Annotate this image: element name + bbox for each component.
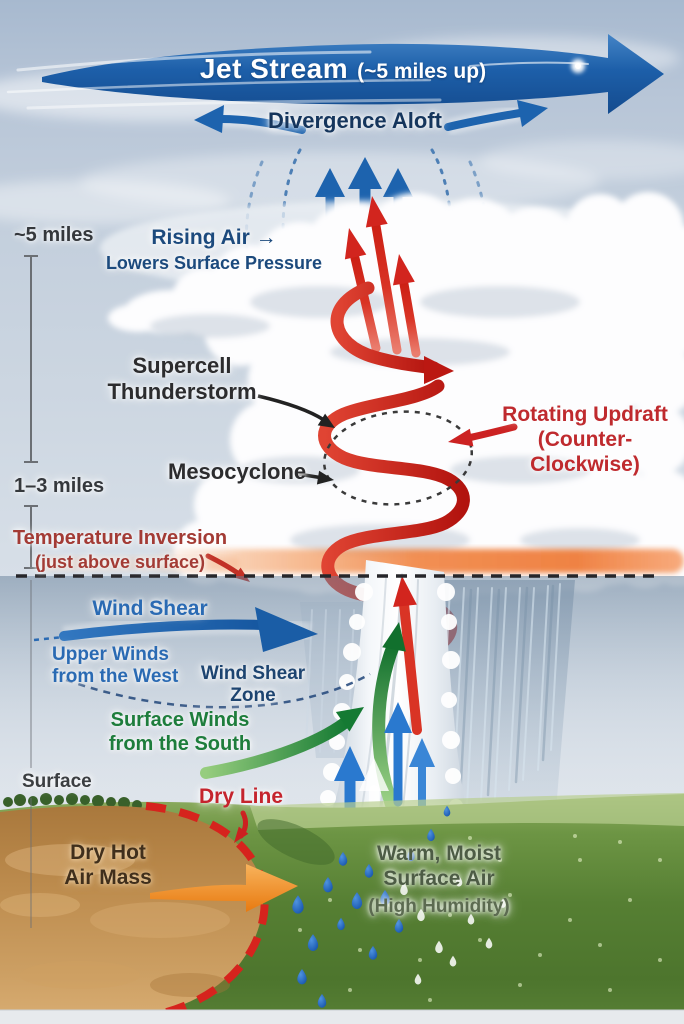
- temperature-inversion-sublabel: (just above surface): [34, 552, 206, 572]
- dry-line-label: Dry Line: [198, 785, 284, 808]
- dry-line-pointer-icon: [234, 810, 249, 843]
- rotating-updraft-pointer-icon: [448, 423, 518, 447]
- supercell-thunderstorm-label: Supercell Thunderstorm: [107, 353, 257, 404]
- surface-label: Surface: [22, 771, 92, 792]
- column-updraft-arrow-icon: [393, 576, 422, 735]
- surface-winds-label: Surface Winds from the South: [108, 709, 252, 755]
- wind-shear-zone-label: Wind Shear Zone: [200, 663, 306, 707]
- mesocyclone-circle: [322, 410, 474, 506]
- dry-line-dashed: [145, 802, 269, 1020]
- rising-red-arrows-icon: [344, 196, 421, 358]
- altitude-1-3-miles-label: 1–3 miles: [14, 475, 105, 497]
- warm-moist-air-sublabel: (High Humidity): [368, 896, 510, 917]
- mesocyclone-label: Mesocyclone: [168, 459, 307, 484]
- rising-air-sublabel: Lowers Surface Pressure: [105, 253, 323, 273]
- temperature-inversion-band: [40, 549, 684, 573]
- altitude-5-miles-label: ~5 miles: [14, 224, 94, 246]
- ground: [0, 793, 684, 1014]
- wind-shear-arrow-icon: [33, 607, 318, 652]
- warm-moist-air-label: Warm, Moist Surface Air: [376, 842, 502, 890]
- divergence-arrows-icon: [194, 100, 548, 138]
- jet-stream-arrow-icon: [6, 34, 664, 114]
- jet-stream-altitude: (~5 miles up): [357, 60, 487, 83]
- jet-stream-title: Jet Stream: [199, 53, 349, 84]
- bottom-strip: [0, 1009, 684, 1024]
- dry-hot-air-mass-label: Dry Hot Air Mass: [64, 841, 152, 889]
- wind-shear-label: Wind Shear: [92, 597, 208, 620]
- jet-stream-label: Jet Stream (~5 miles up): [128, 52, 558, 85]
- divergence-aloft-label: Divergence Aloft: [267, 108, 442, 133]
- upper-winds-label: Upper Winds from the West: [52, 644, 179, 688]
- altitude-scale: [24, 255, 38, 928]
- rotating-updraft-label: Rotating Updraft (Counter-Clockwise): [502, 403, 668, 476]
- temperature-inversion-label: Temperature Inversion: [12, 527, 228, 549]
- rising-air-label: Rising Air →: [151, 226, 277, 249]
- label-pointer-arrows: [257, 394, 335, 485]
- dry-hot-air-arrow-icon: [150, 864, 298, 912]
